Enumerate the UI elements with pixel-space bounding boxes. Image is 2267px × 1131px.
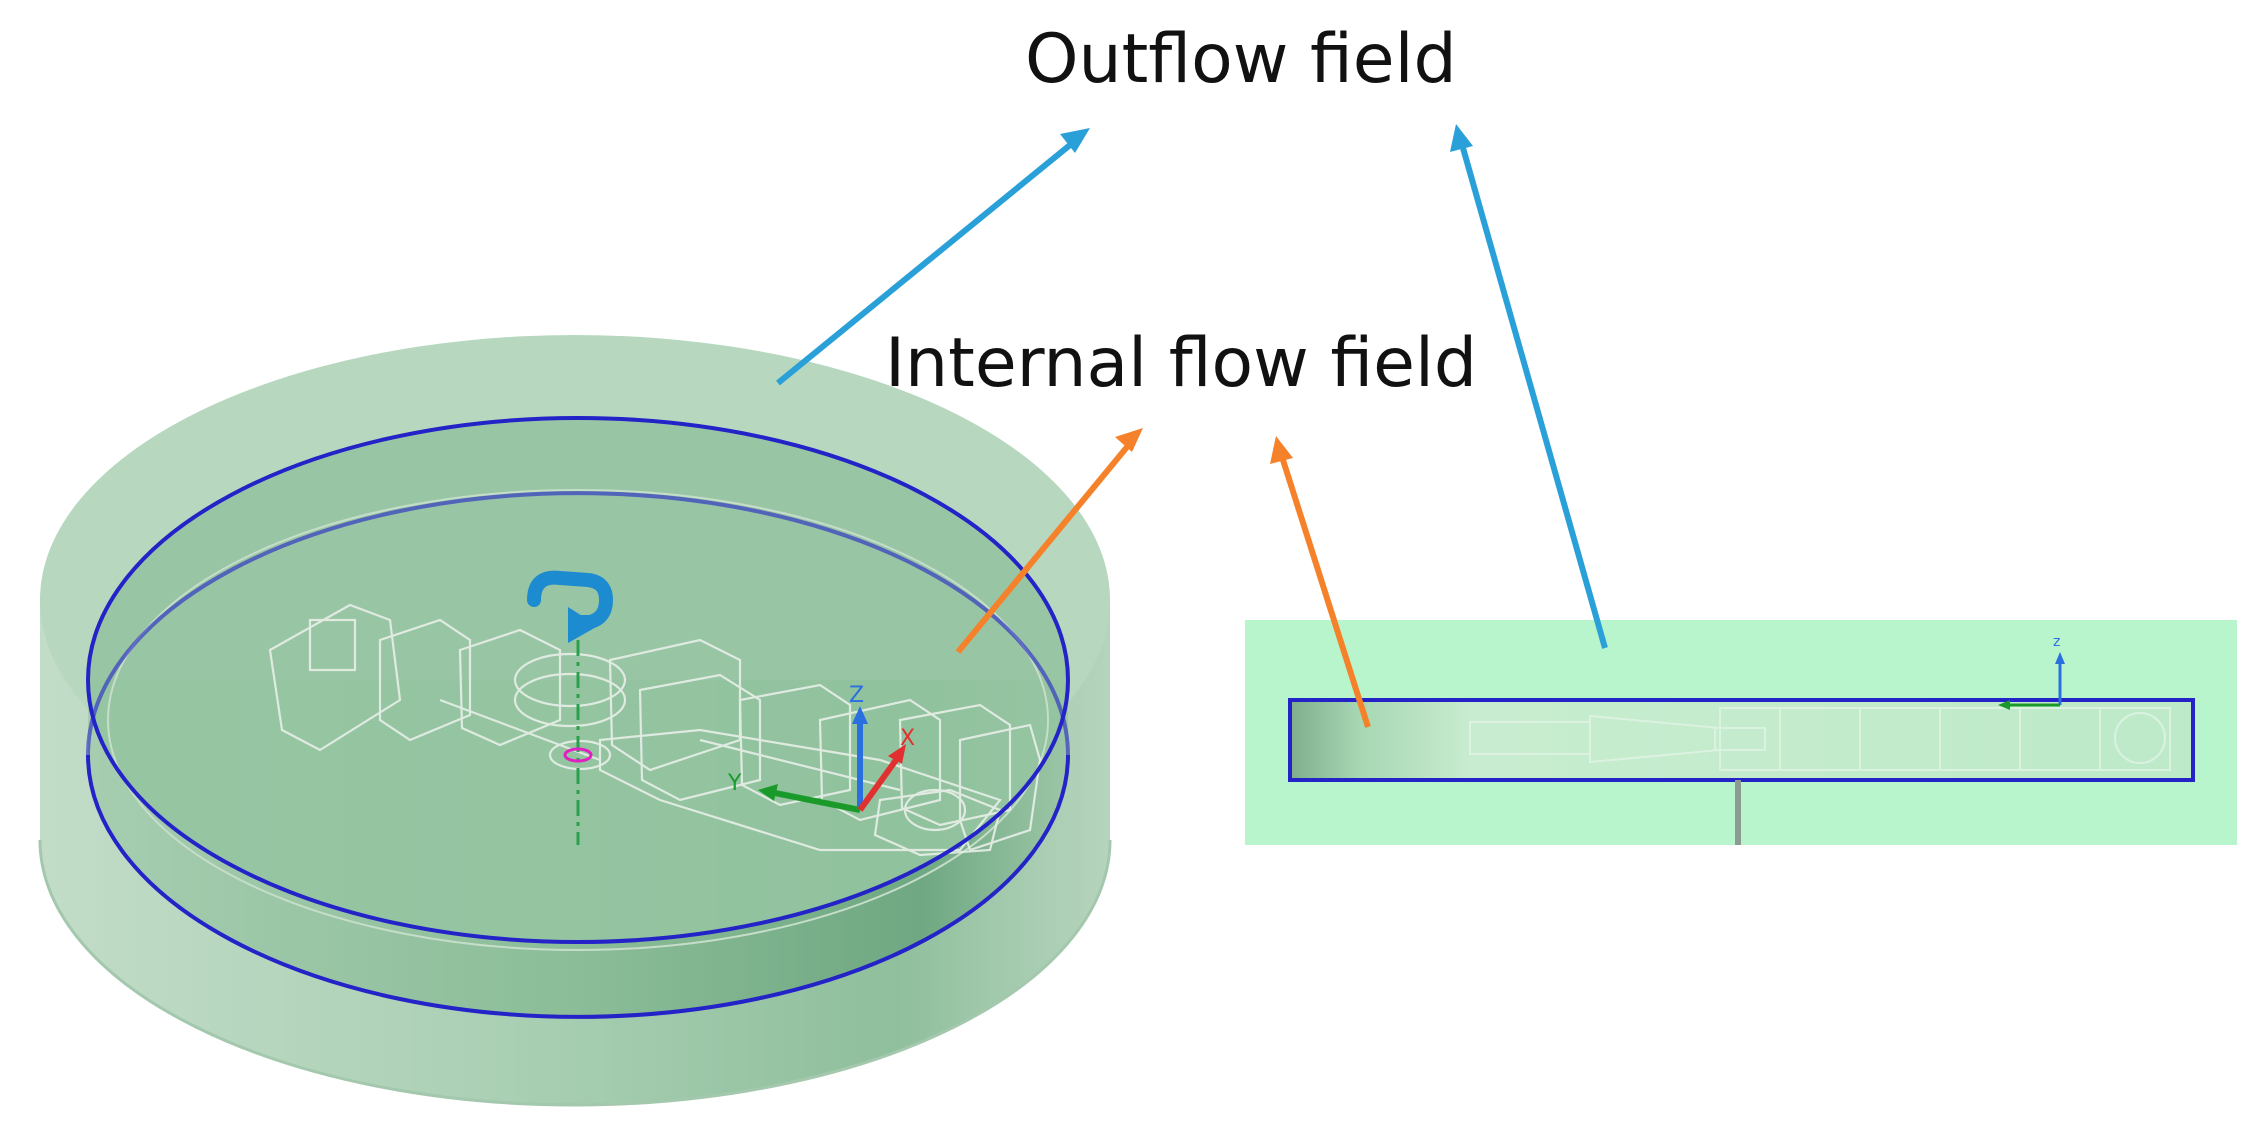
outflow-side-view: z <box>1245 620 2237 845</box>
axis-triad-right: z <box>1998 634 2065 710</box>
origin-marker <box>563 747 593 763</box>
axis-label-x-left: X <box>900 726 915 751</box>
internal-arrow-right <box>1270 436 1371 728</box>
internal-flow-field-label: Internal flow field <box>885 324 1478 403</box>
outflow-field-label: Outflow field <box>1025 20 1457 99</box>
outer-cylinder-bottom-rim <box>38 839 1112 1107</box>
inner-domain-outline <box>86 416 1070 1019</box>
side-view-device-wireframe <box>1469 707 2171 771</box>
axis-label-z-left: Z <box>849 683 864 708</box>
inner-domain-disc-hint <box>107 489 1049 951</box>
axis-label-z-right: z <box>2053 634 2060 650</box>
outflow-arrow-right <box>1450 124 1608 649</box>
device-wireframe <box>268 603 1042 857</box>
axis-label-y-left: Y <box>727 771 742 796</box>
rotation-arrow-icon <box>527 570 614 643</box>
axis-triad-left: Z Y X <box>727 683 915 813</box>
internal-arrow-left <box>955 428 1143 654</box>
outflow-arrow-left <box>776 128 1090 386</box>
internal-domain-side-view <box>1288 698 2195 782</box>
